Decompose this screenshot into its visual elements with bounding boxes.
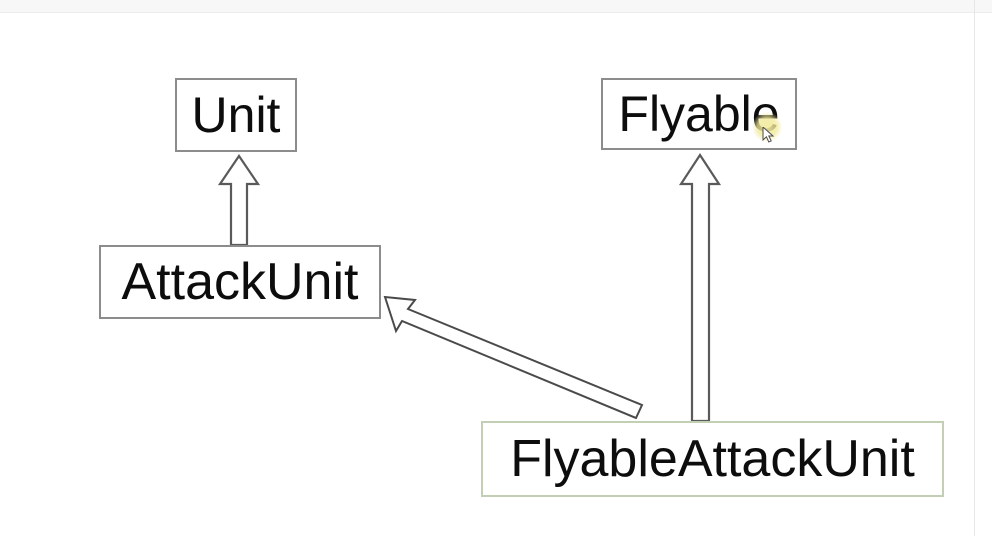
top-chrome-divider bbox=[0, 12, 992, 13]
edge-flyableattackunit-to-attackunit bbox=[383, 295, 644, 420]
class-label-unit: Unit bbox=[191, 87, 281, 143]
class-box-unit[interactable]: Unit bbox=[175, 78, 297, 152]
mouse-cursor-icon bbox=[762, 127, 775, 143]
class-box-flyableattackunit[interactable]: FlyableAttackUnit bbox=[481, 421, 944, 497]
class-label-flyableattackunit: FlyableAttackUnit bbox=[510, 430, 915, 488]
class-box-attackunit[interactable]: AttackUnit bbox=[99, 245, 381, 319]
edge-attackunit-to-unit bbox=[217, 154, 261, 247]
edge-flyableattackunit-to-flyable bbox=[678, 152, 722, 423]
top-chrome-band bbox=[0, 0, 992, 12]
class-label-attackunit: AttackUnit bbox=[121, 253, 359, 311]
right-panel-divider bbox=[974, 0, 975, 536]
